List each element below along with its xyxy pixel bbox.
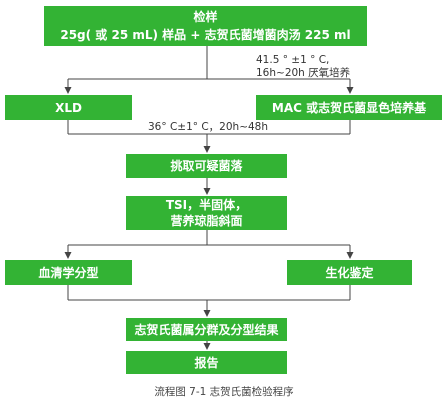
sample-title: 检样	[193, 10, 218, 24]
figure-caption: 流程图 7-1 志贺氏菌检验程序	[154, 386, 294, 398]
pick-colony-box: 挑取可疑菌落	[126, 154, 287, 178]
xld-box: XLD	[5, 95, 132, 120]
enrichment-temp: 41.5 ° ±1 ° C,	[256, 54, 330, 66]
report-box: 报告	[126, 351, 287, 374]
incubation-condition: 36° C±1° C，20h~48h	[148, 121, 269, 133]
tsi-line1: TSI，半固体，	[165, 198, 248, 212]
tsi-box: TSI，半固体， 营养琼脂斜面	[126, 196, 287, 230]
sample-box: 检样 25g( 或 25 mL) 样品 + 志贺氏菌增菌肉汤 225 ml	[44, 6, 367, 46]
mac-box: MAC 或志贺氏菌显色培养基	[256, 95, 442, 120]
result-box: 志贺氏菌属分群及分型结果	[126, 318, 287, 341]
serology-box: 血清学分型	[5, 260, 132, 285]
sample-desc: 25g( 或 25 mL) 样品 + 志贺氏菌增菌肉汤 225 ml	[60, 28, 351, 42]
tsi-line2: 营养琼脂斜面	[170, 214, 243, 228]
enrichment-time: 16h~20h 厌氧培养	[256, 67, 351, 79]
biochem-box: 生化鉴定	[287, 260, 412, 285]
enrichment-condition: 41.5 ° ±1 ° C, 16h~20h 厌氧培养	[256, 54, 350, 80]
